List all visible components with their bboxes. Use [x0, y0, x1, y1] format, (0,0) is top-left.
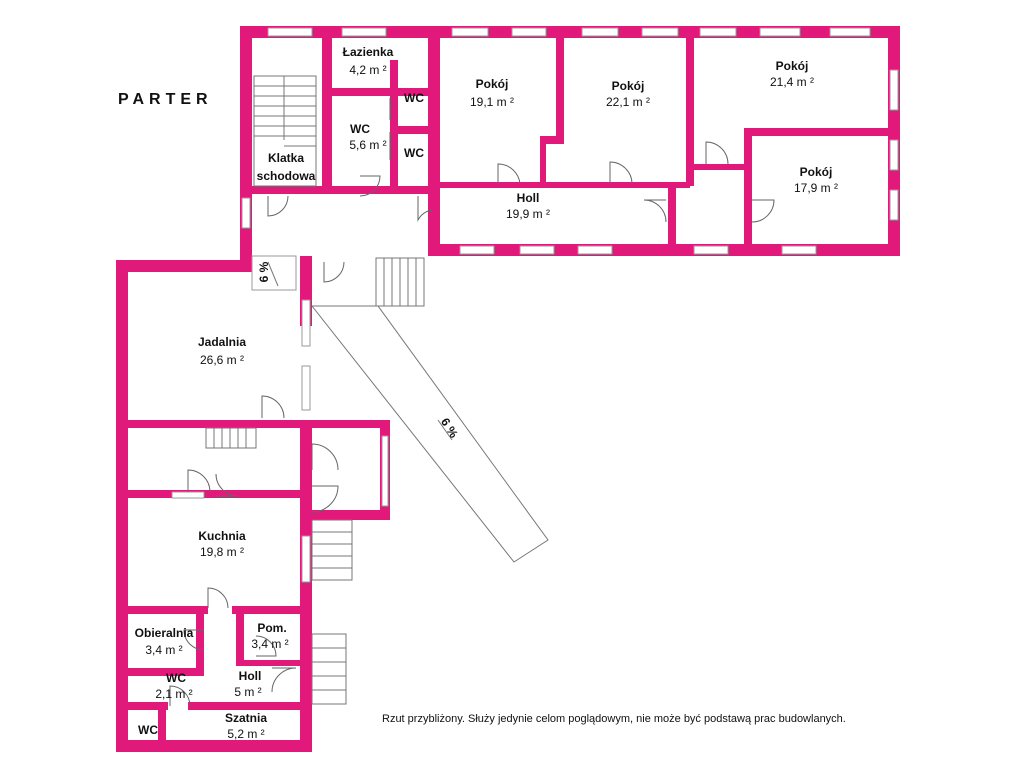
upper-windows — [241, 27, 899, 255]
room-area-pokoj-1: 19,1 m ² — [470, 95, 514, 109]
room-name-kuchnia: Kuchnia — [198, 529, 246, 543]
room-name-klatka-2: schodowa — [257, 169, 316, 183]
ramp-slope-arrows — [267, 261, 453, 441]
room-name-obieralnia: Obieralnia — [135, 626, 194, 640]
room-name-wc-small-1: WC — [404, 91, 424, 105]
room-name-klatka: Klatka — [268, 151, 304, 165]
room-name-pokoj-2: Pokój — [612, 79, 645, 93]
room-name-pokoj-4: Pokój — [800, 165, 833, 179]
room-name-wc-small-2: WC — [404, 146, 424, 160]
room-area-lazienka: 4,2 m ² — [349, 63, 386, 77]
room-area-wc-upper: 5,6 m ² — [349, 138, 386, 152]
lower-windows — [171, 255, 389, 583]
room-name-wc-upper: WC — [350, 122, 370, 136]
room-name-pom: Pom. — [257, 621, 286, 635]
room-name-jadalnia: Jadalnia — [198, 335, 246, 349]
room-area-kuchnia: 19,8 m ² — [200, 545, 244, 559]
floor-title: PARTER — [118, 91, 213, 108]
room-area-obieralnia: 3,4 m ² — [145, 643, 182, 657]
room-name-wc-lower: WC — [166, 671, 186, 685]
room-area-pokoj-2: 22,1 m ² — [606, 95, 650, 109]
upper-doors — [267, 98, 775, 223]
room-area-pom: 3,4 m ² — [251, 637, 288, 651]
room-area-jadalnia: 26,6 m ² — [200, 353, 244, 367]
room-area-holl-lower: 5 m ² — [234, 685, 261, 699]
disclaimer-note: Rzut przybliżony. Służy jedynie celom po… — [382, 713, 846, 725]
slope-label-stair: 6 % — [257, 261, 271, 282]
room-area-pokoj-4: 17,9 m ² — [794, 181, 838, 195]
room-name-lazienka: Łazienka — [343, 45, 394, 59]
room-name-holl-lower: Holl — [239, 669, 262, 683]
lower-doors — [169, 261, 345, 707]
access-ramp — [310, 305, 549, 563]
room-labels: Łazienka 4,2 m ² WC 5,6 m ² WC WC Klatka… — [135, 45, 838, 741]
upper-staircase — [253, 75, 317, 187]
room-name-szatnia: Szatnia — [225, 711, 267, 725]
room-area-holl-upper: 19,9 m ² — [506, 207, 550, 221]
room-area-szatnia: 5,2 m ² — [227, 727, 264, 741]
room-name-pokoj-1: Pokój — [476, 77, 509, 91]
room-name-pokoj-3: Pokój — [776, 59, 809, 73]
room-name-wc-corner: WC — [138, 723, 158, 737]
room-area-wc-lower: 2,1 m ² — [155, 687, 192, 701]
room-area-pokoj-3: 21,4 m ² — [770, 75, 814, 89]
room-name-holl-upper: Holl — [517, 191, 540, 205]
slope-label-ramp: 6 % — [438, 415, 461, 440]
lower-staircase — [205, 427, 257, 449]
exterior-stairs — [311, 257, 425, 705]
